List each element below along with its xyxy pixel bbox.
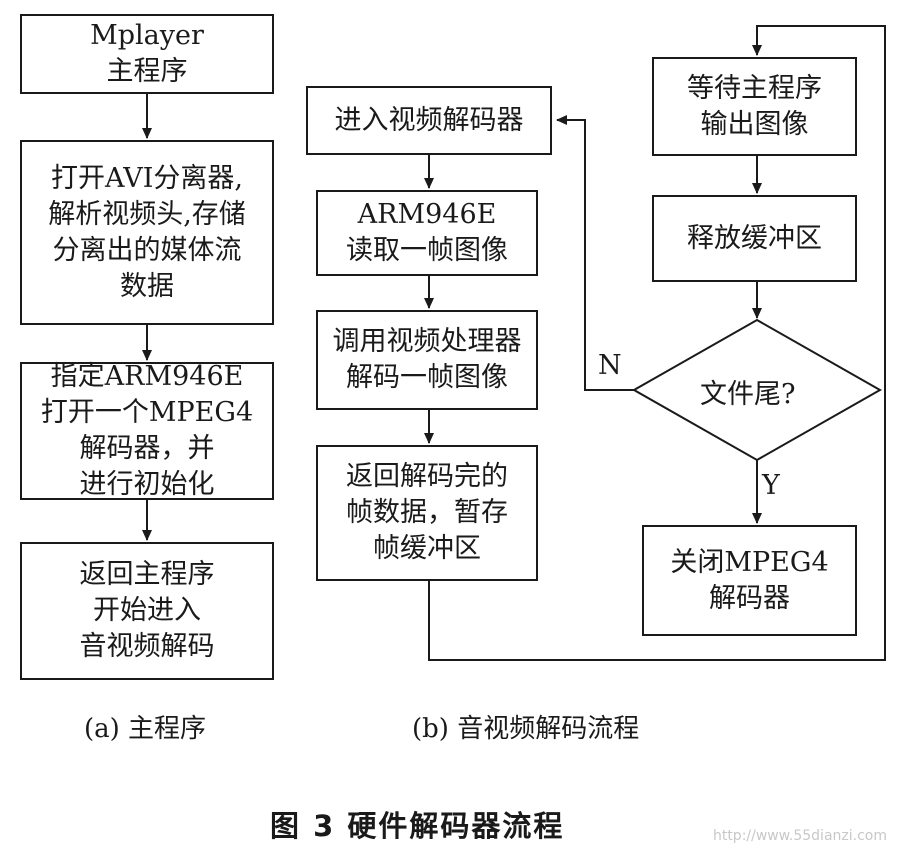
box-init-decoder: 指定ARM946E 打开一个MPEG4 解码器，并 进行初始化 bbox=[20, 361, 274, 500]
box-read-frame: ARM946E 读取一帧图像 bbox=[316, 190, 538, 276]
box-mplayer: Mplayer 主程序 bbox=[20, 14, 274, 94]
box-open-avi: 打开AVI分离器, 解析视频头,存储 分离出的媒体流 数据 bbox=[20, 140, 274, 325]
loop-line bbox=[428, 25, 886, 661]
watermark: http://www.55dianzi.com bbox=[712, 828, 887, 844]
box-return-main: 返回主程序 开始进入 音视频解码 bbox=[20, 542, 274, 680]
box-enter-video-decoder: 进入视频解码器 bbox=[306, 86, 552, 155]
box-close-decoder: 关闭MPEG4 解码器 bbox=[642, 525, 857, 636]
arrow-no bbox=[556, 115, 634, 391]
caption-b: (b) 音视频解码流程 bbox=[412, 714, 640, 744]
box-wait-output: 等待主程序 输出图像 bbox=[652, 57, 857, 156]
caption-a: (a) 主程序 bbox=[84, 714, 207, 744]
decision-label: 文件尾? bbox=[700, 379, 796, 410]
branch-yes-label: Y bbox=[762, 470, 780, 501]
branch-no-label: N bbox=[598, 350, 622, 381]
box-release-buffer: 释放缓冲区 bbox=[652, 195, 857, 282]
figure-title: 图 3 硬件解码器流程 bbox=[270, 809, 565, 843]
box-return-frame-data: 返回解码完的 帧数据，暂存 帧缓冲区 bbox=[316, 445, 538, 581]
box-decode-frame: 调用视频处理器 解码一帧图像 bbox=[316, 310, 538, 410]
